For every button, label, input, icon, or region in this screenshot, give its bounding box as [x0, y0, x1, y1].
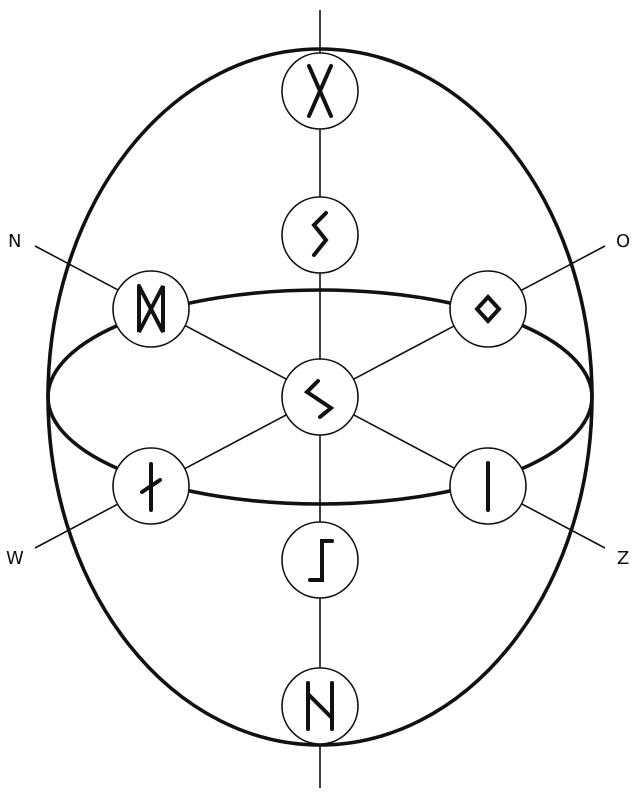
eihwaz-rune-icon [303, 379, 335, 419]
gebo-rune-icon [307, 64, 333, 118]
label-north: N [8, 231, 21, 252]
node-circle [281, 358, 359, 436]
label-west: W [6, 548, 24, 569]
dagaz-rune-icon [137, 284, 165, 333]
rune-node-isa [449, 447, 527, 525]
ingwaz-rune-icon [474, 294, 502, 324]
perthro-rune-icon [308, 539, 334, 582]
rune-node-hagalaz [281, 667, 359, 745]
label-east: O [616, 231, 630, 252]
rune-node-gebo [281, 52, 359, 130]
sowilo-rune-icon [311, 211, 329, 257]
rune-node-eihwaz [281, 358, 359, 436]
rune-node-sowilo [281, 196, 359, 274]
hagalaz-rune-icon [306, 681, 334, 731]
equator-ellipse [46, 288, 594, 506]
node-circle [449, 270, 527, 348]
label-south: Z [617, 548, 629, 569]
rune-node-ingwaz [449, 270, 527, 348]
nauthiz-rune-icon [140, 462, 162, 512]
rune-node-dagaz [112, 270, 190, 348]
rune-node-perthro [281, 521, 359, 599]
rune-node-nauthiz [112, 447, 190, 525]
